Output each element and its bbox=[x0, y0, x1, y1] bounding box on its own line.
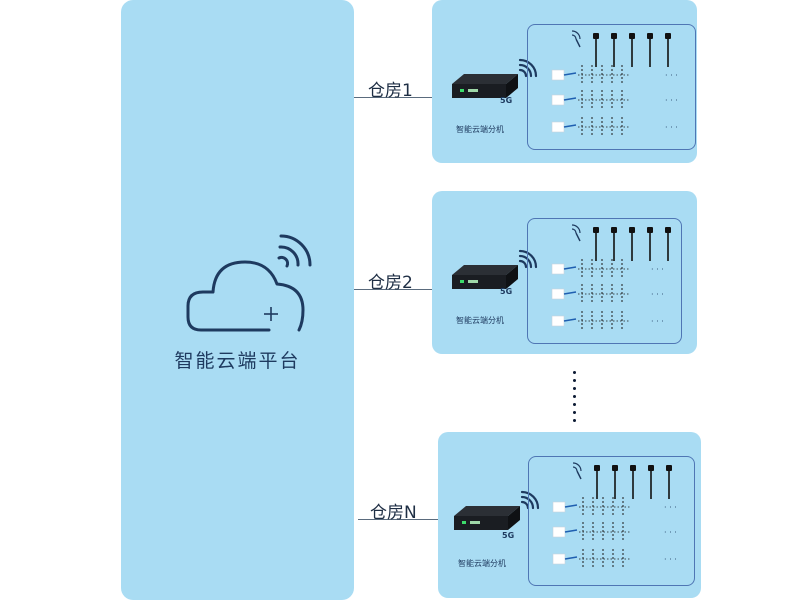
ellipsis-dot bbox=[573, 403, 576, 406]
cable-icon bbox=[564, 529, 578, 533]
platform-label: 智能云端平台 bbox=[174, 350, 301, 372]
probe-icon bbox=[629, 33, 635, 39]
signal-icon bbox=[571, 228, 577, 234]
probe-icon bbox=[594, 465, 600, 471]
probe-icon bbox=[648, 465, 654, 471]
signal-icon bbox=[571, 34, 577, 40]
signal-icon bbox=[572, 466, 578, 472]
more-icon: · · · bbox=[664, 528, 677, 537]
sensor-grid-icon: · · · · · · · · · bbox=[551, 30, 678, 137]
signal-icon bbox=[572, 462, 582, 472]
more-icon: · · · bbox=[665, 123, 678, 132]
more-icon: · · · bbox=[664, 503, 677, 512]
sensor-array: · · · · · · · · · bbox=[527, 218, 682, 344]
ellipsis-dot bbox=[573, 395, 576, 398]
sensor-array: · · · · · · · · · bbox=[528, 456, 695, 586]
sensor-node-icon bbox=[552, 553, 566, 565]
probe-icon bbox=[647, 227, 653, 233]
signal-label: 5G bbox=[500, 287, 513, 296]
cable-icon bbox=[563, 97, 577, 101]
probe-icon bbox=[665, 33, 671, 39]
gateway-label: 智能云端分机 bbox=[456, 316, 504, 325]
warehouse-label: 仓房1 bbox=[368, 81, 413, 101]
sensor-node-icon bbox=[551, 94, 565, 106]
warehouse-panel: 智能云端分机 5G · · · · · · · · · bbox=[432, 0, 697, 163]
sensor-grid-icon: · · · · · · · · · bbox=[552, 462, 677, 569]
signal-label: 5G bbox=[500, 96, 513, 105]
ellipsis-dot bbox=[573, 387, 576, 390]
gateway-device-icon bbox=[452, 58, 538, 98]
probe-icon bbox=[611, 33, 617, 39]
sensor-node-icon bbox=[552, 526, 566, 538]
antenna-icon bbox=[575, 232, 581, 242]
warehouse-panel: 智能云端分机 5G · · · · · · · · · bbox=[438, 432, 701, 598]
gateway-device-icon bbox=[454, 490, 540, 530]
more-icon: · · · bbox=[665, 71, 678, 80]
more-icon: · · · bbox=[665, 96, 678, 105]
sensor-array: · · · · · · · · · bbox=[527, 24, 696, 150]
sensor-node-icon bbox=[552, 501, 566, 513]
signal-label: 5G bbox=[502, 531, 515, 540]
connector-line bbox=[354, 97, 432, 98]
cable-icon bbox=[563, 318, 577, 322]
signal-icon bbox=[520, 500, 530, 510]
cable-icon bbox=[563, 291, 577, 295]
sensor-node-icon bbox=[551, 69, 565, 81]
connector-line bbox=[354, 289, 432, 290]
warehouse-label: 仓房N bbox=[370, 503, 417, 523]
warehouse-label: 仓房2 bbox=[368, 273, 413, 293]
cable-icon bbox=[563, 72, 577, 76]
cable-icon bbox=[564, 556, 578, 560]
more-icon: · · · bbox=[651, 265, 664, 274]
sensor-node-icon bbox=[551, 121, 565, 133]
more-icon: · · · bbox=[651, 290, 664, 299]
signal-icon bbox=[518, 259, 528, 269]
gateway-device-icon bbox=[452, 249, 538, 289]
cloud-wifi-icon bbox=[186, 234, 312, 332]
probe-icon bbox=[647, 33, 653, 39]
antenna-icon bbox=[576, 470, 582, 480]
cloud-platform-panel: 智能云端平台 bbox=[121, 0, 354, 600]
signal-icon bbox=[571, 30, 581, 40]
signal-icon bbox=[520, 495, 535, 510]
probe-icon bbox=[630, 465, 636, 471]
signal-icon bbox=[520, 490, 540, 510]
ellipsis-dot bbox=[573, 371, 576, 374]
probe-icon bbox=[665, 227, 671, 233]
signal-icon bbox=[518, 58, 538, 78]
probe-icon bbox=[611, 227, 617, 233]
warehouse-panel: 智能云端分机 5G · · · · · · · · · bbox=[432, 191, 697, 354]
ellipsis-dot bbox=[573, 411, 576, 414]
ellipsis-dot bbox=[573, 379, 576, 382]
cable-icon bbox=[563, 266, 577, 270]
probe-icon bbox=[593, 33, 599, 39]
probe-icon bbox=[593, 227, 599, 233]
probe-icon bbox=[666, 465, 672, 471]
signal-icon bbox=[518, 249, 538, 269]
sensor-node-icon bbox=[551, 288, 565, 300]
sensor-grid-icon: · · · · · · · · · bbox=[551, 224, 671, 331]
signal-icon bbox=[571, 224, 581, 234]
gateway-label: 智能云端分机 bbox=[458, 559, 506, 568]
connector-line bbox=[358, 519, 438, 520]
sensor-node-icon bbox=[551, 315, 565, 327]
cable-icon bbox=[564, 504, 578, 508]
signal-icon bbox=[518, 68, 528, 78]
cable-icon bbox=[563, 124, 577, 128]
antenna-icon bbox=[575, 38, 581, 48]
ellipsis-dot bbox=[573, 419, 576, 422]
probe-icon bbox=[612, 465, 618, 471]
sensor-node-icon bbox=[551, 263, 565, 275]
probe-icon bbox=[629, 227, 635, 233]
gateway-label: 智能云端分机 bbox=[456, 125, 504, 134]
more-icon: · · · bbox=[664, 555, 677, 564]
more-icon: · · · bbox=[651, 317, 664, 326]
